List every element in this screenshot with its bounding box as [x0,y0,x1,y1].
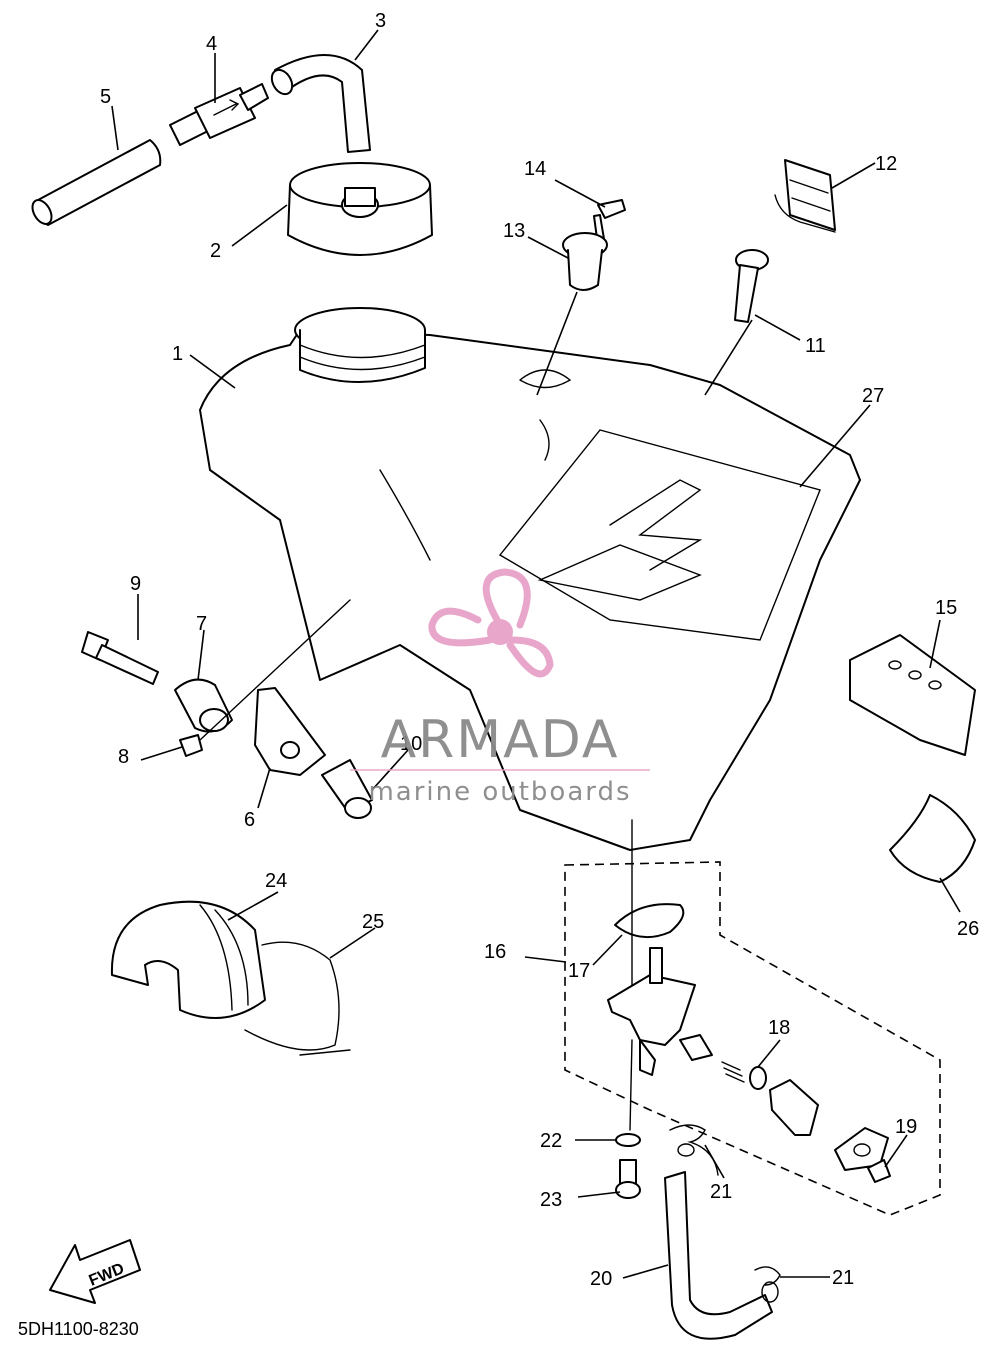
part-19-plate-screw [834,1127,891,1183]
callout-16: 16 [484,941,506,963]
part-9-bolt [81,631,159,685]
callout-10: 10 [400,733,422,755]
part-5-hose [31,139,162,226]
callout-3: 3 [375,10,386,32]
callout-4: 4 [206,33,217,55]
part-6-bracket-plate [254,687,326,776]
watermark-brand: ARMADA [381,710,620,770]
callout-24: 24 [265,870,287,892]
part-21-clip-upper [669,1124,719,1176]
part-13-grommet [562,232,608,291]
callout-23: 23 [540,1189,562,1211]
callout-17: 17 [568,960,590,982]
callout-21-upper: 21 [710,1181,732,1203]
part-3-breather-hose [270,54,371,153]
fuel-cock-lever [769,1079,819,1136]
part-16-cock-assembly-outline [564,861,941,1216]
part-22-washer [615,1039,641,1147]
part-2-fuel-cap [287,162,433,256]
callout-leader-lines [111,29,961,1279]
part-26-damper [889,794,976,883]
part-code: 5DH1100-8230 [18,1319,139,1339]
callout-22: 22 [540,1130,562,1152]
part-24-hose [110,900,266,1019]
part-4-fuel-filter [169,83,269,146]
callout-11: 11 [805,335,826,357]
part-8-bolt [179,599,351,757]
callout-27: 27 [862,385,884,407]
armada-watermark: ARMADA marine outboards [350,568,650,807]
callout-9: 9 [130,573,141,595]
propeller-logo-icon [428,568,554,678]
callout-8: 8 [118,746,129,768]
part-20-hose [664,1171,773,1340]
part-10-collar [321,759,373,819]
callout-20: 20 [590,1268,612,1290]
part-12-clamp [774,159,836,233]
callout-18: 18 [768,1017,790,1039]
callout-19: 19 [895,1116,917,1138]
callout-21-lower: 21 [832,1267,854,1289]
part-7-collar [174,678,233,733]
callout-7: 7 [196,613,207,635]
callout-labels: 5 4 3 2 1 14 12 13 11 27 15 9 7 8 6 10 2… [100,10,979,1290]
callout-26: 26 [957,918,979,940]
callout-14: 14 [524,158,546,180]
fuel-cock-body [607,947,713,1076]
callout-12: 12 [875,153,897,175]
part-23-bolt [615,1159,641,1199]
part-11-bolt [734,249,769,323]
part-15-bracket [849,634,976,756]
part-27-decal [537,544,702,601]
callout-15: 15 [935,597,957,619]
part-25-clip [244,941,351,1056]
callout-6: 6 [244,809,255,831]
callout-25: 25 [362,911,384,933]
watermark-tagline: marine outboards [368,777,631,807]
callout-5: 5 [100,86,111,108]
fwd-arrow-icon: FWD [49,1239,141,1304]
callout-2: 2 [210,240,221,262]
callout-1: 1 [172,343,183,365]
part-21-clip-lower [754,1266,781,1303]
callout-13: 13 [503,220,525,242]
part-17-gasket [614,819,685,1001]
